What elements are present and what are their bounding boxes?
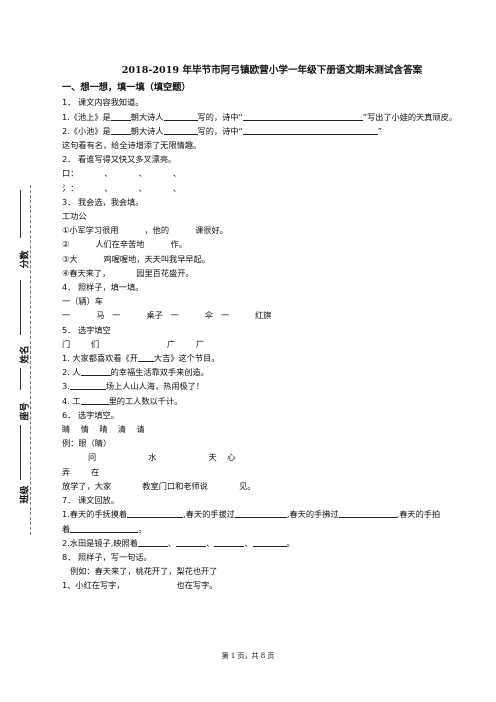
q1-line-2: 2.《小池》是朝大诗人写的，诗中“” — [62, 125, 382, 136]
cut-line — [30, 185, 31, 535]
blank[interactable] — [69, 380, 106, 391]
q2-line-1: 口： 、 、 、 — [62, 168, 182, 179]
q2-heading: 2． 看谁写得又快又多叉漂亮。 — [62, 154, 177, 165]
class-line — [20, 425, 21, 480]
q4-example: 一（辆）车 — [62, 296, 103, 307]
q3-line-1: ①小军学习很用 ，他的 课很好。 — [62, 225, 228, 236]
q5-line-3: 3.场上人山人海，热闹极了！ — [62, 380, 205, 392]
score-line — [20, 190, 21, 238]
page-title: 2018-2019 年毕节市阿弓镇欧营小学一年级下册语文期末测试含答案 — [121, 65, 423, 76]
name-label: 姓名 — [20, 345, 31, 364]
q2-line-2: 氵： 、 、 、 — [62, 182, 182, 193]
blank[interactable] — [163, 111, 198, 121]
q8-heading: 8． 照样子，写一句话。 — [62, 551, 152, 562]
q1-line-1: 1.《池上》是朝大诗人写的，诗中“”写出了小娃的天真顽皮。 — [62, 111, 458, 122]
q7-line-1: 1.春天的手抚摸着,春天的手拔过,春天的手拂过,春天的手拍 — [62, 508, 441, 520]
q4-heading: 4． 照样子，填一填。 — [62, 282, 144, 293]
q6-heading: 6． 选字填空。 — [62, 409, 119, 420]
score-label: 分数 — [20, 250, 31, 269]
q5-heading: 5． 选字填空 — [62, 324, 111, 335]
q1-heading: 1． 课文内容我知道。 — [62, 97, 144, 108]
blank[interactable] — [80, 395, 109, 405]
blank[interactable] — [214, 537, 245, 547]
q8-line-1: 1、小红在写字，也在写字。 — [62, 580, 218, 591]
section-heading: 一、想一想，填一填（填空题） — [62, 82, 191, 94]
q6-example: 例：眼（睛） — [62, 438, 112, 449]
binding-margin: 分数 姓名 座号 班级 — [0, 0, 60, 702]
exam-page: 2018-2019 年毕节市阿弓镇欧营小学一年级下册语文期末测试含答案 一、想一… — [62, 64, 482, 593]
q8-example: 例如：春天来了，桃花开了，梨花也开了 — [70, 566, 218, 577]
q5-line-1: 1. 大家都喜欢看《开大吉》这个节目。 — [62, 352, 220, 364]
blank[interactable] — [176, 537, 207, 547]
q6-line-1: 问 水 天 心 — [62, 452, 236, 463]
class-label: 班级 — [20, 485, 31, 504]
blank[interactable] — [234, 508, 287, 519]
blank[interactable] — [110, 111, 131, 121]
blank[interactable] — [242, 111, 363, 121]
q6-line-3: 放学了，大家 教室门口和老师说 见。 — [62, 480, 256, 491]
blank[interactable] — [110, 125, 131, 135]
blank[interactable] — [127, 508, 184, 519]
q3-line-4: ④春天来了， 园里百花盛开。 — [62, 267, 194, 278]
blank[interactable] — [163, 125, 198, 135]
seat-line — [20, 368, 21, 390]
blank[interactable] — [80, 366, 111, 377]
q7-line-2: 着。 — [62, 523, 147, 534]
name-line — [20, 280, 21, 335]
blank[interactable] — [137, 352, 154, 363]
blank[interactable] — [242, 125, 378, 135]
blank[interactable] — [338, 508, 397, 519]
q4-line-1: 一 马 一 桌子 一 伞 一 红旗 — [62, 310, 272, 321]
blank[interactable] — [252, 537, 287, 547]
q6-line-2: 弄 在 — [62, 466, 100, 477]
blank[interactable] — [137, 537, 168, 547]
q5-line-2: 2. 人的幸福生活靠双手来创造。 — [62, 366, 209, 378]
page-footer: 第 1 页，共 8 页 — [221, 652, 275, 660]
q3-word-choices: 工功公 — [62, 211, 87, 222]
q3-heading: 3． 我会选，我会填。 — [62, 196, 144, 207]
seat-label: 座号 — [20, 402, 31, 421]
q7-heading: 7． 课文回放。 — [62, 495, 119, 506]
q5-line-4: 4. 工里的工人数以千计。 — [62, 395, 183, 406]
q3-line-3: ③大 鸡喔喔地，天天叫我早早起。 — [62, 253, 210, 264]
q1-line-3: 这句看有名，给全诗增添了无限情趣。 — [62, 140, 202, 151]
q3-line-2: ② 人们在辛苦地 作。 — [62, 239, 187, 250]
q6-char-choices: 睛 情 晴 清 请 — [62, 424, 145, 435]
blank[interactable] — [70, 523, 139, 533]
q7-line-3: 2.水田是镜子,映照着、、、。 — [62, 537, 295, 548]
q5-char-choices: 门 们 广 厂 — [62, 338, 205, 349]
